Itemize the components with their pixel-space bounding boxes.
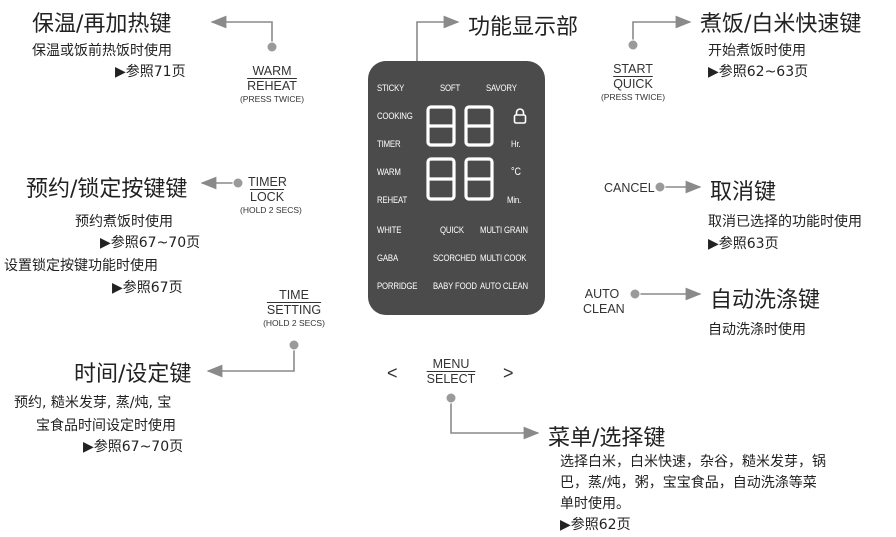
menu-label: MENU	[432, 357, 470, 371]
warm-desc-2: ▶参照71页	[115, 64, 186, 80]
timer-title: 预约/锁定按键键	[26, 177, 188, 202]
quick-label: QUICK	[613, 77, 653, 91]
lcd-reheat: REHEAT	[377, 195, 408, 206]
lock-icon	[513, 108, 527, 124]
menu-prev-arrow[interactable]: <	[387, 363, 398, 383]
lcd-digits	[426, 105, 494, 201]
lcd-multi-grain: MULTI GRAIN	[480, 225, 528, 236]
time-setting-dot	[288, 339, 300, 351]
auto-clean-dot	[629, 288, 641, 300]
lcd-porridge: PORRIDGE	[377, 281, 418, 292]
cancel-title: 取消键	[710, 180, 777, 205]
timer-desc-3: 设置锁定按键功能时使用	[4, 258, 158, 274]
menu-desc-3: 单时使用。	[560, 496, 630, 512]
timer-label: TIMER	[248, 175, 287, 189]
lcd-multi-cook: MULTI COOK	[480, 253, 527, 264]
quick-title: 煮饭/白米快速键	[700, 12, 862, 37]
warm-title: 保温/再加热键	[32, 12, 172, 37]
lcd-soft: SOFT	[440, 83, 461, 94]
time-setting-button[interactable]: TIME SETTING (HOLD 2 SECS)	[248, 288, 340, 328]
lcd-scorched: SCORCHED	[433, 253, 477, 264]
quick-desc-1: 开始煮饭时使用	[708, 43, 806, 59]
time-setting-desc-3: ▶参照67~70页	[83, 439, 184, 455]
time-setting-desc-1: 预约, 糙米发芽, 蒸/炖, 宝	[14, 395, 172, 411]
lcd-white: WHITE	[377, 225, 402, 236]
lcd-hour: Hr.	[511, 139, 521, 150]
cancel-dot	[654, 181, 666, 193]
quick-dot	[627, 39, 639, 51]
timer-desc-1: 预约煮饭时使用	[75, 214, 173, 230]
lcd-celsius: °C	[511, 166, 521, 178]
timer-desc-4: ▶参照67页	[112, 280, 183, 296]
auto-label: AUTO	[584, 287, 620, 301]
lcd-panel: STICKY SOFT SAVORY COOKING TIMER WARM RE…	[368, 61, 545, 315]
timer-dot	[232, 177, 244, 189]
warm-label: WARM	[252, 64, 292, 78]
lcd-cooking: COOKING	[377, 111, 413, 122]
warm-button-note: (PRESS TWICE)	[239, 94, 305, 104]
lcd-auto-clean: AUTO CLEAN	[480, 281, 529, 292]
timer-lock-button[interactable]: TIMER LOCK (HOLD 2 SECS)	[240, 175, 306, 215]
auto-clean-button[interactable]: AUTO CLEAN	[583, 287, 625, 317]
time-setting-connector	[206, 345, 295, 378]
auto-clean-title: 自动洗涤键	[710, 288, 821, 313]
cancel-button[interactable]: CANCEL	[604, 181, 655, 195]
warm-desc-1: 保温或饭前热饭时使用	[32, 43, 172, 59]
menu-select-button[interactable]: MENU SELECT	[418, 357, 484, 387]
menu-title: 菜单/选择键	[548, 426, 666, 451]
lcd-baby-food: BABY FOOD	[433, 281, 477, 292]
lcd-min: Min.	[507, 195, 522, 206]
start-quick-button[interactable]: START QUICK (PRESS TWICE)	[583, 62, 683, 102]
menu-dot	[445, 392, 457, 404]
menu-connector	[450, 398, 540, 440]
lcd-gaba: GABA	[377, 253, 398, 264]
lcd-sticky: STICKY	[377, 83, 405, 94]
display-title: 功能显示部	[468, 15, 579, 40]
time-setting-desc-2: 宝食品时间设定时使用	[36, 418, 176, 434]
timer-desc-2: ▶参照67~70页	[100, 235, 201, 251]
display-connector	[416, 15, 460, 75]
lcd-savory: SAVORY	[486, 83, 517, 94]
lock-label: LOCK	[250, 190, 285, 204]
quick-button-note: (PRESS TWICE)	[600, 92, 666, 102]
lcd-warm: WARM	[377, 167, 401, 178]
warm-connector	[210, 15, 273, 47]
time-setting-button-note: (HOLD 2 SECS)	[263, 318, 325, 328]
time-setting-title: 时间/设定键	[74, 362, 192, 387]
reheat-label: REHEAT	[247, 79, 297, 93]
setting-label: SETTING	[266, 303, 322, 317]
time-label: TIME	[279, 288, 309, 302]
menu-desc-1: 选择白米，白米快速，杂谷，糙米发芽，锅	[560, 454, 826, 470]
start-label: START	[613, 62, 653, 76]
warm-dot	[266, 41, 278, 53]
menu-desc-4: ▶参照62页	[560, 517, 631, 533]
cancel-desc-2: ▶参照63页	[708, 236, 779, 252]
lcd-timer: TIMER	[377, 139, 401, 150]
warm-reheat-button[interactable]: WARM REHEAT (PRESS TWICE)	[224, 64, 320, 104]
auto-clean-desc-1: 自动洗涤时使用	[708, 322, 806, 338]
cancel-desc-1: 取消已选择的功能时使用	[708, 214, 862, 230]
menu-next-arrow[interactable]: >	[503, 363, 514, 383]
quick-connector	[632, 15, 692, 45]
quick-desc-2: ▶参照62~63页	[708, 64, 809, 80]
select-label: SELECT	[426, 372, 476, 386]
menu-desc-2: 巴，蒸/炖，粥，宝宝食品，自动洗涤等菜	[560, 475, 817, 491]
clean-label: CLEAN	[583, 302, 625, 316]
timer-button-note: (HOLD 2 SECS)	[240, 205, 302, 215]
lcd-quick: QUICK	[440, 225, 464, 236]
